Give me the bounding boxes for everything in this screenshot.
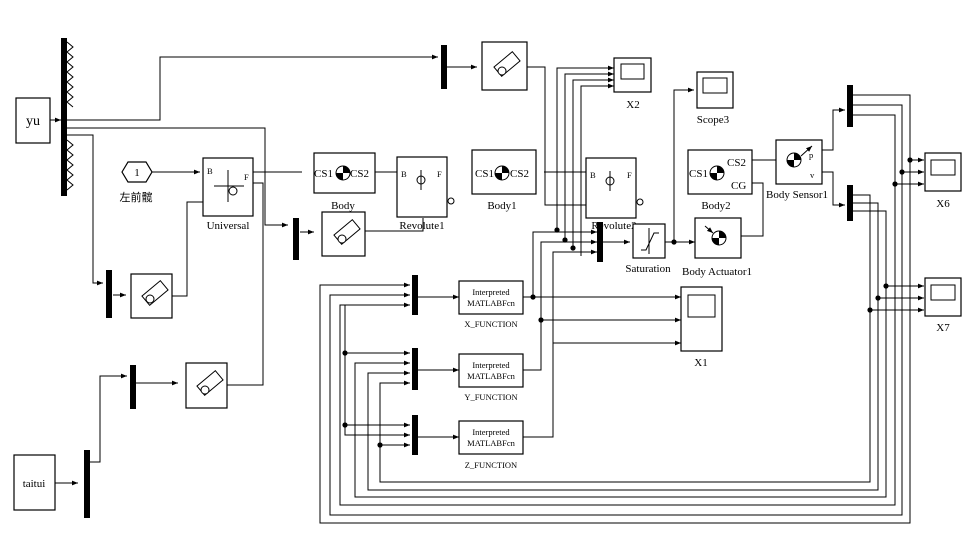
y-fcn-line2: MATLABFcn	[467, 371, 515, 381]
taitui-bus[interactable]	[84, 450, 90, 518]
scope3[interactable]: Scope3	[696, 71, 734, 126]
z-function-label: Z_FUNCTION	[465, 460, 517, 470]
mux-bar-y[interactable]	[412, 348, 418, 390]
sensor-port-v: v	[810, 170, 815, 180]
body-label: Body	[331, 200, 355, 212]
x-function-block[interactable]: Interpreted MATLABFcn X_FUNCTION	[458, 280, 524, 329]
scope-x7[interactable]: X7	[924, 277, 962, 334]
sensor-port-p: p	[809, 150, 813, 160]
demux-bar-top[interactable]	[847, 85, 853, 127]
universal-label: Universal	[207, 220, 250, 232]
revolute2-port-b: B	[590, 170, 596, 180]
body1-port-cs1: CS1	[475, 168, 494, 180]
demux-bar-2[interactable]	[130, 365, 136, 409]
y-fcn-line1: Interpreted	[472, 360, 510, 370]
constant-value: 1	[134, 167, 140, 179]
yu-label: yu	[26, 114, 40, 129]
scope-x1[interactable]: X1	[680, 286, 723, 369]
universal-port-b: B	[207, 166, 213, 176]
constant-label: 左前髋	[120, 190, 153, 204]
scope-x1-label: X1	[694, 357, 707, 369]
y-function-block[interactable]: Interpreted MATLABFcn Y_FUNCTION	[458, 353, 524, 402]
mux-bar-sat[interactable]	[597, 222, 603, 262]
revolute2-block[interactable]: B F Revolute2	[585, 157, 644, 232]
taitui-label: taitui	[23, 478, 46, 490]
body-actuator1-label: Body Actuator1	[682, 266, 752, 278]
demux-bar-1[interactable]	[106, 270, 112, 318]
revolute1-label: Revolute1	[399, 220, 444, 232]
joint-actuator-4[interactable]	[481, 41, 528, 91]
demux-bar-3[interactable]	[293, 218, 299, 260]
z-fcn-line1: Interpreted	[472, 427, 510, 437]
demux-bar-bottom[interactable]	[847, 185, 853, 221]
body1-label: Body1	[487, 200, 516, 212]
body-block[interactable]: CS1 CS2 Body	[313, 152, 376, 212]
saturation-label: Saturation	[625, 263, 671, 275]
body2-block[interactable]: CS1 CS2 CG Body2	[687, 149, 753, 212]
body2-label: Body2	[701, 200, 730, 212]
signal-lines	[50, 54, 924, 524]
yu-bus[interactable]	[61, 38, 74, 196]
revolute1-port-b: B	[401, 169, 407, 179]
z-fcn-line2: MATLABFcn	[467, 438, 515, 448]
x-fcn-line2: MATLABFcn	[467, 298, 515, 308]
body1-block[interactable]: CS1 CS2 Body1	[471, 149, 537, 212]
body2-port-cs2: CS2	[727, 157, 746, 169]
x-fcn-line1: Interpreted	[472, 287, 510, 297]
junction-dots	[342, 157, 913, 448]
saturation-block[interactable]: Saturation	[625, 223, 671, 275]
revolute1-block[interactable]: B F Revolute1	[396, 156, 455, 232]
body-sensor1-block[interactable]: p v Body Sensor1	[766, 139, 828, 201]
body-sensor1-label: Body Sensor1	[766, 189, 828, 201]
universal-block[interactable]: B F Universal	[202, 157, 254, 232]
joint-actuator-3[interactable]	[321, 211, 366, 257]
joint-actuator-2[interactable]	[185, 362, 228, 409]
universal-port-f: F	[244, 172, 249, 182]
scope-x6-label: X6	[936, 198, 950, 210]
constant-block[interactable]: 1 左前髋	[120, 161, 153, 204]
scope-x2[interactable]: X2	[613, 57, 652, 111]
revolute1-port-f: F	[437, 169, 442, 179]
body2-port-cs1: CS1	[689, 168, 708, 180]
scope-x7-label: X7	[936, 322, 950, 334]
taitui-block[interactable]: taitui	[13, 454, 56, 511]
x-function-label: X_FUNCTION	[464, 319, 517, 329]
revolute2-port-f: F	[627, 170, 632, 180]
scope-x6[interactable]: X6	[924, 152, 962, 210]
revolute2-label: Revolute2	[591, 220, 636, 232]
scope-x2-label: X2	[626, 99, 639, 111]
body-port-cs1: CS1	[314, 168, 333, 180]
z-function-block[interactable]: Interpreted MATLABFcn Z_FUNCTION	[458, 420, 524, 470]
scope3-label: Scope3	[697, 114, 730, 126]
demux-bar-4[interactable]	[441, 45, 447, 89]
body-port-cs2: CS2	[350, 168, 369, 180]
body2-port-cg: CG	[731, 180, 746, 192]
y-function-label: Y_FUNCTION	[464, 392, 517, 402]
mux-bar-z[interactable]	[412, 415, 418, 455]
yu-block[interactable]: yu	[15, 97, 51, 144]
body-actuator1-block[interactable]: Body Actuator1	[682, 217, 752, 278]
body1-port-cs2: CS2	[510, 168, 529, 180]
joint-actuator-1[interactable]	[130, 273, 173, 319]
mux-bar-x[interactable]	[412, 275, 418, 315]
